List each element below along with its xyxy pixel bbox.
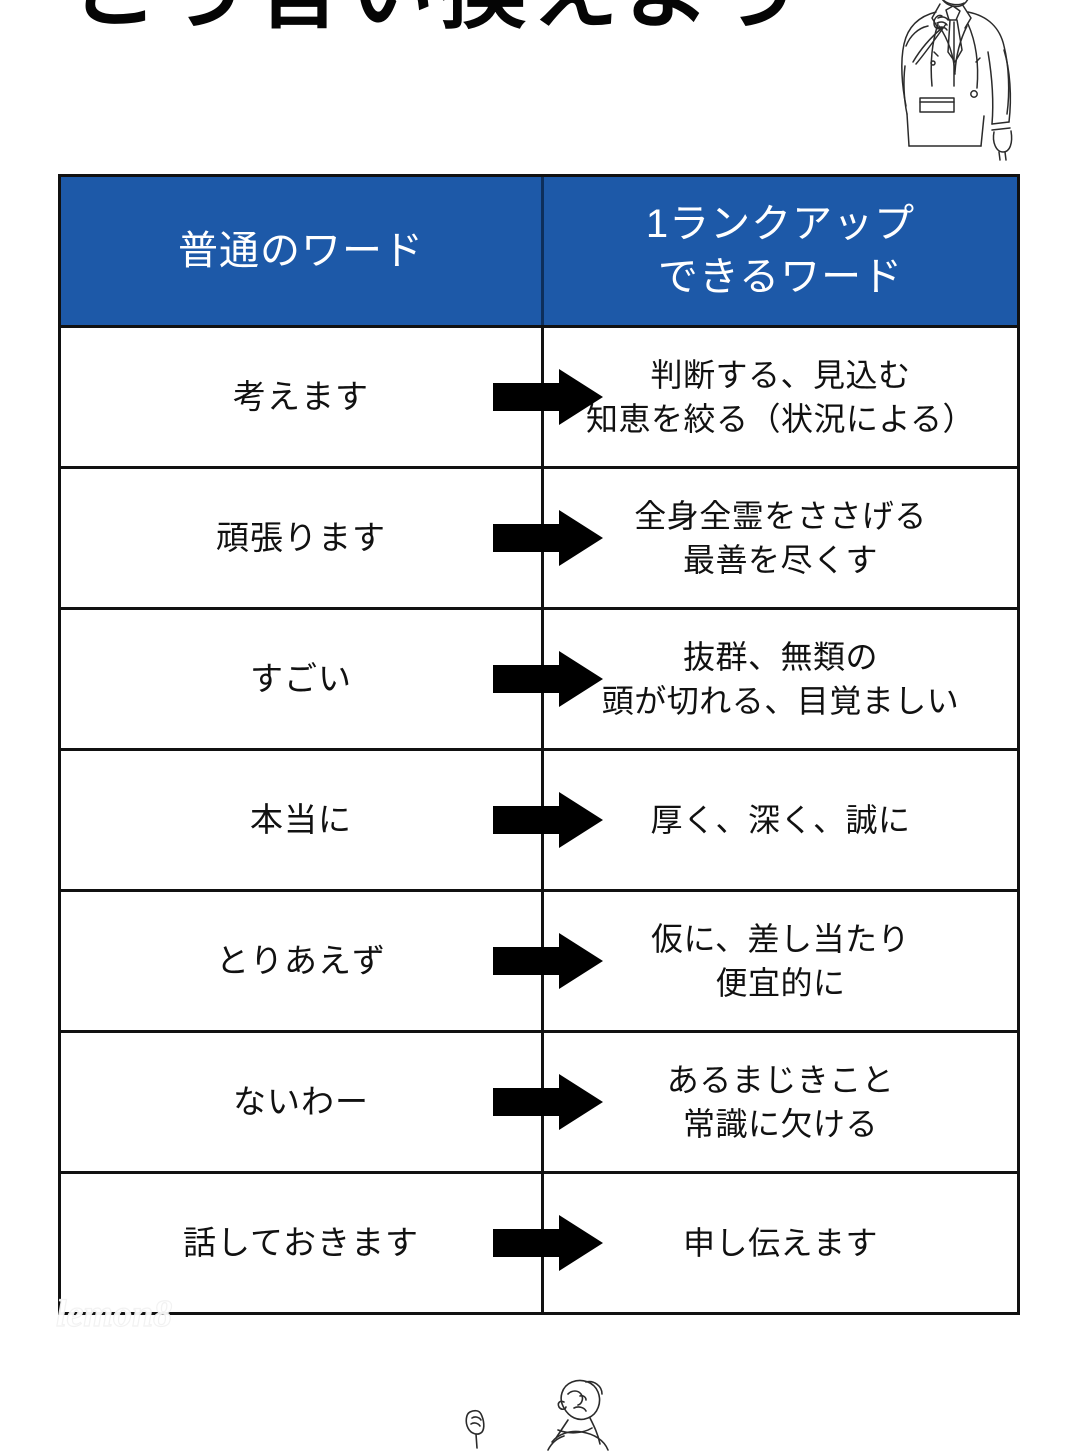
page-title-container: こう言い換えよう [0, 0, 880, 34]
table-header-label-upgraded-line2: できるワード [657, 255, 904, 299]
plain-word: 考えます [233, 377, 369, 415]
table-cell-upgraded: 厚く、深く、誠に [541, 751, 1017, 889]
plain-word: とりあえず [216, 941, 386, 979]
table-row: 頑張ります 全身全霊をささげる 最善を尽くす [61, 466, 1017, 607]
table-row: ないわー あるまじきこと 常識に欠ける [61, 1030, 1017, 1171]
businessman-adjusting-tie-illustration [876, 0, 1076, 186]
table-cell-upgraded: 判断する、見込む 知恵を絞る（状況による） [541, 328, 1017, 466]
table-header-cell-plain: 普通のワード [61, 177, 541, 325]
table-cell-plain: とりあえず [61, 892, 541, 1030]
table-cell-upgraded: 全身全霊をささげる 最善を尽くす [541, 469, 1017, 607]
upgraded-word: 抜群、無類の 頭が切れる、目覚ましい [601, 638, 960, 719]
plain-word: 話しておきます [182, 1223, 420, 1261]
table-cell-plain: 話しておきます [61, 1174, 541, 1312]
table-cell-plain: 頑張ります [61, 469, 541, 607]
table-cell-upgraded: 仮に、差し当たり 便宜的に [541, 892, 1017, 1030]
word-upgrade-table: 普通のワード 1ランクアップ できるワード 考えます 判断する、見込む 知恵を絞… [58, 174, 1020, 1315]
table-header-label-upgraded-line1: 1ランクアップ [645, 202, 916, 247]
upgraded-word: 全身全霊をささげる 最善を尽くす [634, 497, 927, 578]
table-cell-plain: 考えます [61, 328, 541, 466]
page-title: こう言い換えよう [0, 0, 880, 34]
plain-word: ないわー [233, 1082, 369, 1120]
table-cell-upgraded: あるまじきこと 常識に欠ける [541, 1033, 1017, 1171]
upgraded-word: 仮に、差し当たり 便宜的に [650, 920, 911, 1001]
person-line-art-illustration [452, 1372, 642, 1452]
plain-word: すごい [250, 659, 352, 697]
table-row: 本当に 厚く、深く、誠に [61, 748, 1017, 889]
table-header-cell-upgraded: 1ランクアップ できるワード [541, 177, 1017, 325]
plain-word: 本当に [250, 800, 352, 838]
upgraded-word: 厚く、深く、誠に [650, 801, 911, 838]
table-row: すごい 抜群、無類の 頭が切れる、目覚ましい [61, 607, 1017, 748]
table-header-label-upgraded: 1ランクアップ できるワード [646, 198, 915, 304]
table-cell-plain: ないわー [61, 1033, 541, 1171]
upgraded-word: あるまじきこと 常識に欠ける [666, 1061, 895, 1142]
table-cell-plain: 本当に [61, 751, 541, 889]
table-cell-plain: すごい [61, 610, 541, 748]
table-header-label-plain: 普通のワード [178, 228, 424, 273]
table-cell-upgraded: 申し伝えます [541, 1174, 1017, 1312]
table-cell-upgraded: 抜群、無類の 頭が切れる、目覚ましい [541, 610, 1017, 748]
table-header-row: 普通のワード 1ランクアップ できるワード [61, 177, 1017, 325]
upgraded-word: 申し伝えます [682, 1224, 878, 1261]
plain-word: 頑張ります [216, 518, 386, 556]
upgraded-word: 判断する、見込む 知恵を絞る（状況による） [585, 356, 976, 437]
table-row: 考えます 判断する、見込む 知恵を絞る（状況による） [61, 325, 1017, 466]
table-row: とりあえず 仮に、差し当たり 便宜的に [61, 889, 1017, 1030]
table-row: 話しておきます 申し伝えます [61, 1171, 1017, 1312]
